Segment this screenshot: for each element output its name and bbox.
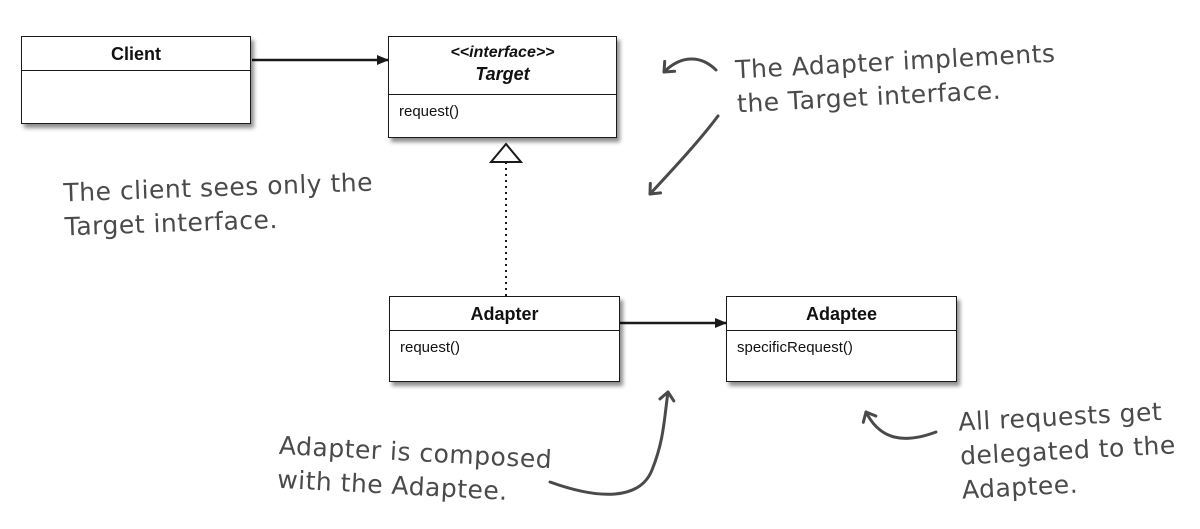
adaptee-class-box: Adaptee specificRequest() [726, 296, 957, 382]
adapter-class-name: Adapter [390, 297, 619, 331]
client-class-body [22, 71, 250, 79]
adaptee-method: specificRequest() [737, 339, 853, 356]
implements-diagonal-arrow [648, 114, 720, 196]
realization-triangle-head [488, 142, 524, 163]
implements-curl-arrow [662, 57, 718, 74]
target-method: request() [399, 103, 460, 120]
annotation-delegated: All requests get delegated to the Adapte… [957, 394, 1178, 507]
delegated-curl-arrow [861, 410, 938, 440]
adapter-method: request() [400, 339, 461, 356]
adapter-class-box: Adapter request() [389, 296, 620, 382]
client-class-name: Client [22, 37, 250, 71]
composed-curved-arrow [548, 390, 676, 496]
target-interface-box: <<interface>> Target request() [388, 36, 617, 138]
annotation-composed: Adapter is composed with the Adaptee. [276, 429, 553, 511]
target-class-name: Target [475, 64, 530, 84]
client-class-box: Client [21, 36, 251, 124]
target-stereotype: <<interface>> [450, 44, 555, 61]
adaptee-class-name: Adaptee [727, 297, 956, 331]
target-interface-header: <<interface>> Target [389, 37, 616, 95]
annotation-client-sees: The client sees only the Target interfac… [63, 166, 375, 245]
